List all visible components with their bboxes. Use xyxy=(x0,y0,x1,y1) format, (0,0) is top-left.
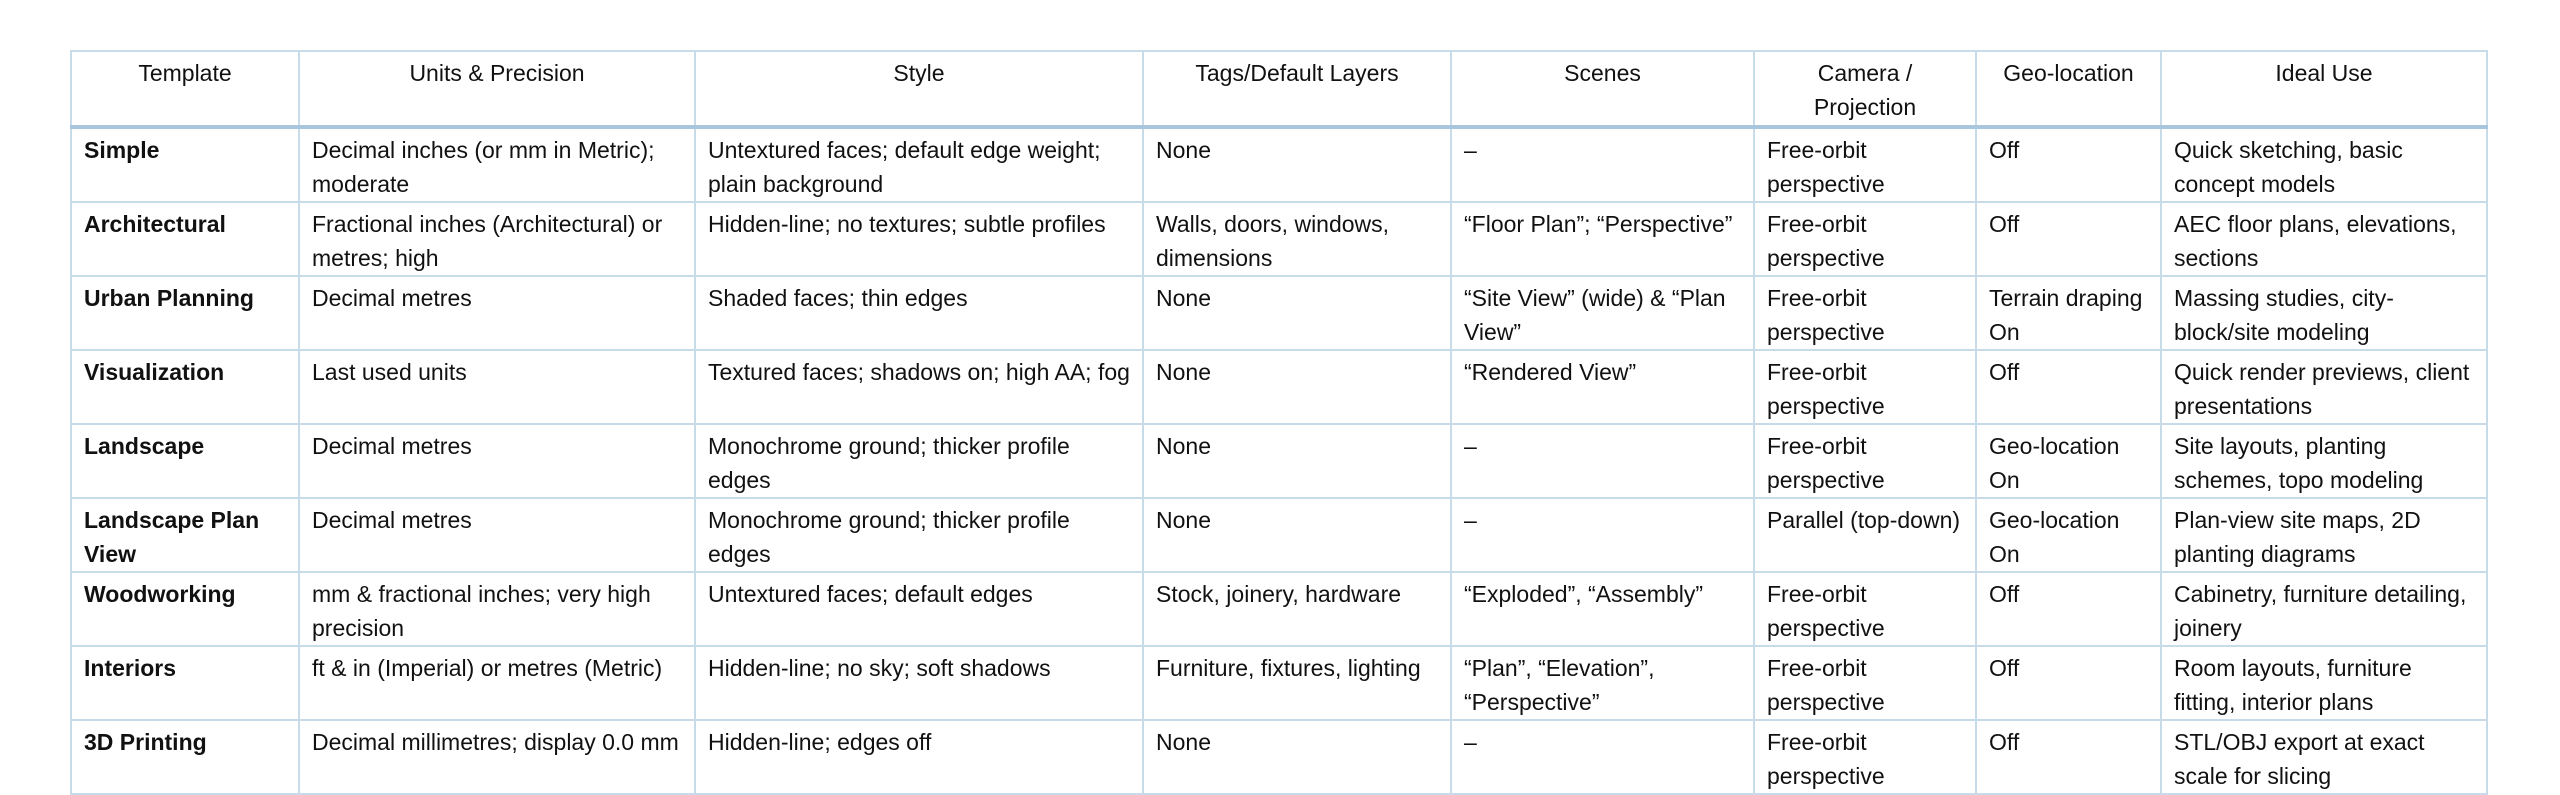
cell-style: Monochrome ground; thicker profile edges xyxy=(694,423,1144,499)
cell-scenes: “Site View” (wide) & “Plan View” xyxy=(1450,275,1755,351)
cell-units-precision: Decimal inches (or mm in Metric); modera… xyxy=(298,126,696,203)
template-comparison-table: Template Units & Precision Style Tags/De… xyxy=(70,50,2488,795)
table-header: Template Units & Precision Style Tags/De… xyxy=(70,50,2488,129)
cell-camera-projection: Parallel (top-down) xyxy=(1753,497,1977,573)
cell-camera-projection: Free-orbit perspective xyxy=(1753,571,1977,647)
cell-ideal-use: Room layouts, furniture fitting, interio… xyxy=(2160,645,2488,721)
cell-geo-location: Off xyxy=(1975,349,2162,425)
cell-ideal-use: Quick render previews, client presentati… xyxy=(2160,349,2488,425)
cell-tags-default-layers: Walls, doors, windows, dimensions xyxy=(1142,201,1452,277)
cell-geo-location: Terrain draping On xyxy=(1975,275,2162,351)
cell-scenes: “Exploded”, “Assembly” xyxy=(1450,571,1755,647)
cell-units-precision: mm & fractional inches; very high precis… xyxy=(298,571,696,647)
cell-tags-default-layers: None xyxy=(1142,275,1452,351)
cell-geo-location: Off xyxy=(1975,719,2162,795)
column-header-geo-location: Geo-location xyxy=(1975,50,2162,129)
table-body: Simple Decimal inches (or mm in Metric);… xyxy=(70,126,2488,795)
cell-camera-projection: Free-orbit perspective xyxy=(1753,126,1977,203)
cell-scenes: – xyxy=(1450,497,1755,573)
cell-scenes: – xyxy=(1450,719,1755,795)
cell-ideal-use: STL/OBJ export at exact scale for slicin… xyxy=(2160,719,2488,795)
cell-style: Untextured faces; default edge weight; p… xyxy=(694,126,1144,203)
column-header-camera-projection: Camera / Projection xyxy=(1753,50,1977,129)
cell-style: Untextured faces; default edges xyxy=(694,571,1144,647)
cell-tags-default-layers: Furniture, fixtures, lighting xyxy=(1142,645,1452,721)
table-row: 3D Printing Decimal millimetres; display… xyxy=(70,719,2488,795)
cell-style: Monochrome ground; thicker profile edges xyxy=(694,497,1144,573)
table-row: Architectural Fractional inches (Archite… xyxy=(70,201,2488,277)
table-row: Interiors ft & in (Imperial) or metres (… xyxy=(70,645,2488,721)
cell-units-precision: Last used units xyxy=(298,349,696,425)
cell-scenes: “Floor Plan”; “Perspective” xyxy=(1450,201,1755,277)
cell-scenes: “Rendered View” xyxy=(1450,349,1755,425)
cell-geo-location: Off xyxy=(1975,645,2162,721)
cell-camera-projection: Free-orbit perspective xyxy=(1753,201,1977,277)
cell-scenes: “Plan”, “Elevation”, “Perspective” xyxy=(1450,645,1755,721)
cell-scenes: – xyxy=(1450,126,1755,203)
cell-geo-location: Geo-location On xyxy=(1975,497,2162,573)
cell-ideal-use: Quick sketching, basic concept models xyxy=(2160,126,2488,203)
cell-camera-projection: Free-orbit perspective xyxy=(1753,423,1977,499)
table-row: Simple Decimal inches (or mm in Metric);… xyxy=(70,126,2488,203)
cell-style: Hidden-line; edges off xyxy=(694,719,1144,795)
cell-template: Architectural xyxy=(70,201,300,277)
table-row: Urban Planning Decimal metres Shaded fac… xyxy=(70,275,2488,351)
cell-template: Landscape Plan View xyxy=(70,497,300,573)
cell-geo-location: Off xyxy=(1975,571,2162,647)
template-comparison-table-container: Template Units & Precision Style Tags/De… xyxy=(70,50,2488,795)
column-header-scenes: Scenes xyxy=(1450,50,1755,129)
cell-style: Shaded faces; thin edges xyxy=(694,275,1144,351)
cell-style: Textured faces; shadows on; high AA; fog xyxy=(694,349,1144,425)
cell-ideal-use: Massing studies, city-block/site modelin… xyxy=(2160,275,2488,351)
column-header-tags-default-layers: Tags/Default Layers xyxy=(1142,50,1452,129)
cell-ideal-use: Site layouts, planting schemes, topo mod… xyxy=(2160,423,2488,499)
cell-template: Urban Planning xyxy=(70,275,300,351)
table-row: Landscape Decimal metres Monochrome grou… xyxy=(70,423,2488,499)
column-header-ideal-use: Ideal Use xyxy=(2160,50,2488,129)
cell-tags-default-layers: None xyxy=(1142,349,1452,425)
cell-geo-location: Off xyxy=(1975,201,2162,277)
cell-camera-projection: Free-orbit perspective xyxy=(1753,719,1977,795)
cell-units-precision: Fractional inches (Architectural) or met… xyxy=(298,201,696,277)
cell-camera-projection: Free-orbit perspective xyxy=(1753,275,1977,351)
cell-camera-projection: Free-orbit perspective xyxy=(1753,349,1977,425)
cell-template: Woodworking xyxy=(70,571,300,647)
table-row: Landscape Plan View Decimal metres Monoc… xyxy=(70,497,2488,573)
column-header-template: Template xyxy=(70,50,300,129)
header-row: Template Units & Precision Style Tags/De… xyxy=(70,50,2488,129)
cell-camera-projection: Free-orbit perspective xyxy=(1753,645,1977,721)
cell-geo-location: Off xyxy=(1975,126,2162,203)
cell-tags-default-layers: None xyxy=(1142,719,1452,795)
cell-geo-location: Geo-location On xyxy=(1975,423,2162,499)
cell-template: Landscape xyxy=(70,423,300,499)
table-row: Visualization Last used units Textured f… xyxy=(70,349,2488,425)
cell-template: Simple xyxy=(70,126,300,203)
cell-units-precision: Decimal metres xyxy=(298,497,696,573)
column-header-style: Style xyxy=(694,50,1144,129)
cell-style: Hidden-line; no sky; soft shadows xyxy=(694,645,1144,721)
cell-template: 3D Printing xyxy=(70,719,300,795)
cell-ideal-use: Plan-view site maps, 2D planting diagram… xyxy=(2160,497,2488,573)
cell-style: Hidden-line; no textures; subtle profile… xyxy=(694,201,1144,277)
table-row: Woodworking mm & fractional inches; very… xyxy=(70,571,2488,647)
cell-ideal-use: AEC floor plans, elevations, sections xyxy=(2160,201,2488,277)
cell-tags-default-layers: None xyxy=(1142,497,1452,573)
cell-units-precision: ft & in (Imperial) or metres (Metric) xyxy=(298,645,696,721)
cell-tags-default-layers: None xyxy=(1142,126,1452,203)
cell-units-precision: Decimal metres xyxy=(298,275,696,351)
cell-template: Interiors xyxy=(70,645,300,721)
cell-scenes: – xyxy=(1450,423,1755,499)
cell-units-precision: Decimal metres xyxy=(298,423,696,499)
column-header-units-precision: Units & Precision xyxy=(298,50,696,129)
cell-ideal-use: Cabinetry, furniture detailing, joinery xyxy=(2160,571,2488,647)
cell-tags-default-layers: Stock, joinery, hardware xyxy=(1142,571,1452,647)
cell-units-precision: Decimal millimetres; display 0.0 mm xyxy=(298,719,696,795)
cell-template: Visualization xyxy=(70,349,300,425)
cell-tags-default-layers: None xyxy=(1142,423,1452,499)
